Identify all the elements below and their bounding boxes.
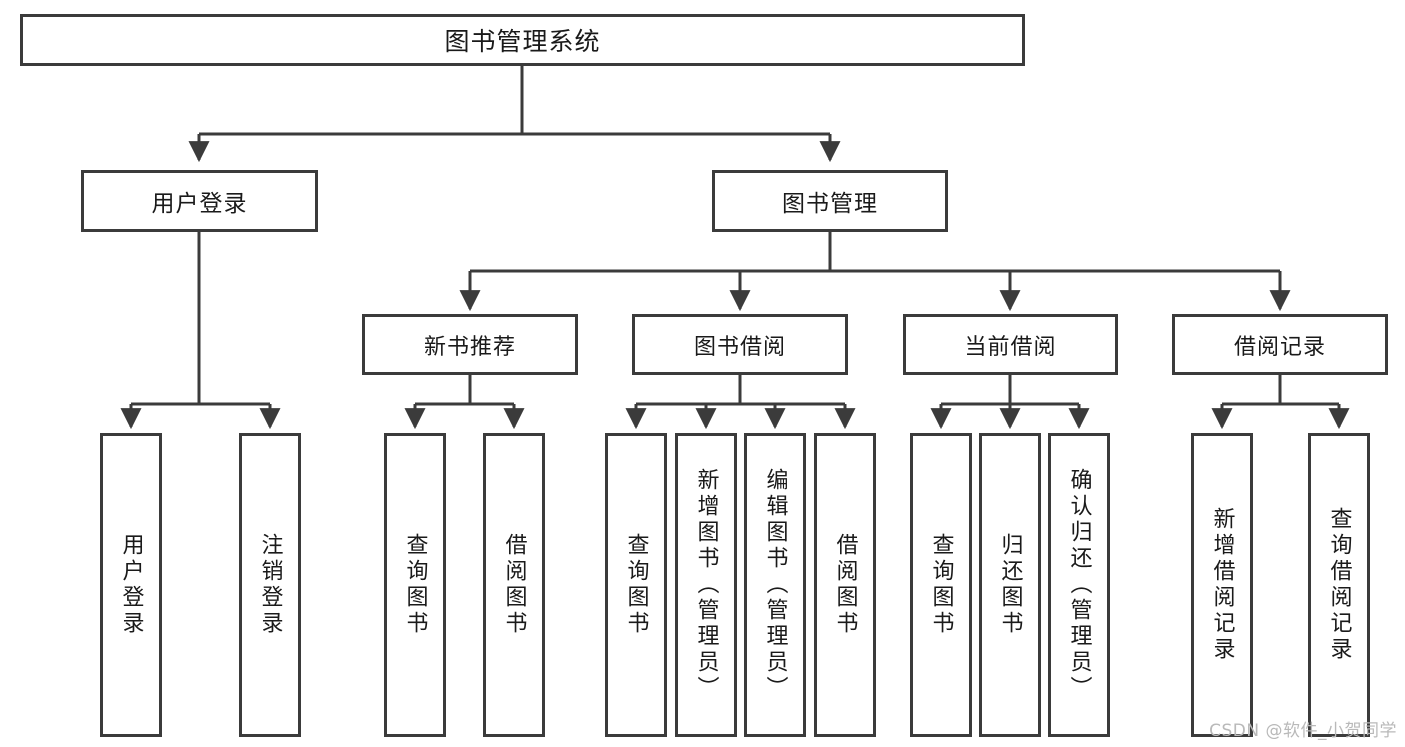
node-leaf-query-record-label: 查询借阅记录 [1326,507,1352,663]
node-leaf-confirm-return[interactable]: 确认归还（管理员） [1048,433,1110,737]
node-leaf-return-book[interactable]: 归还图书 [979,433,1041,737]
node-leaf-user-login-label: 用户登录 [118,533,144,637]
node-leaf-return-book-label: 归还图书 [997,533,1023,637]
node-leaf-add-record-label: 新增借阅记录 [1209,507,1235,663]
node-leaf-query-book-3-label: 查询图书 [928,533,954,637]
node-leaf-confirm-return-label: 确认归还（管理员） [1066,468,1092,702]
node-leaf-user-logout-label: 注销登录 [257,533,283,637]
node-leaf-query-book-2[interactable]: 查询图书 [605,433,667,737]
node-leaf-add-book-label: 新增图书（管理员） [693,468,719,702]
node-leaf-borrow-book-1-label: 借阅图书 [501,533,527,637]
node-leaf-query-book-2-label: 查询图书 [623,533,649,637]
node-root-label: 图书管理系统 [444,27,601,56]
node-leaf-borrow-book-2-label: 借阅图书 [832,533,858,637]
node-leaf-borrow-book-2[interactable]: 借阅图书 [814,433,876,737]
node-leaf-user-logout[interactable]: 注销登录 [239,433,301,737]
node-borrow-record-label: 借阅记录 [1233,334,1326,360]
node-leaf-edit-book[interactable]: 编辑图书（管理员） [744,433,806,737]
node-leaf-query-book-1-label: 查询图书 [402,533,428,637]
node-book-borrow-label: 图书借阅 [693,334,786,360]
node-book-manage[interactable]: 图书管理 [712,170,948,232]
node-new-book-recommend[interactable]: 新书推荐 [362,314,578,375]
watermark: CSDN @软件_小贺同学 [1209,721,1397,741]
node-leaf-query-record[interactable]: 查询借阅记录 [1308,433,1370,737]
node-user-login[interactable]: 用户登录 [81,170,318,232]
node-current-borrow-label: 当前借阅 [964,334,1057,360]
node-root[interactable]: 图书管理系统 [20,14,1025,66]
node-leaf-add-book[interactable]: 新增图书（管理员） [675,433,737,737]
node-book-manage-label: 图书管理 [782,191,878,217]
node-leaf-borrow-book-1[interactable]: 借阅图书 [483,433,545,737]
node-book-borrow[interactable]: 图书借阅 [632,314,848,375]
node-current-borrow[interactable]: 当前借阅 [903,314,1118,375]
node-leaf-add-record[interactable]: 新增借阅记录 [1191,433,1253,737]
node-leaf-user-login[interactable]: 用户登录 [100,433,162,737]
node-new-book-recommend-label: 新书推荐 [423,334,516,360]
node-user-login-label: 用户登录 [151,191,248,217]
node-leaf-query-book-1[interactable]: 查询图书 [384,433,446,737]
node-borrow-record[interactable]: 借阅记录 [1172,314,1388,375]
node-leaf-query-book-3[interactable]: 查询图书 [910,433,972,737]
node-leaf-edit-book-label: 编辑图书（管理员） [762,468,788,702]
